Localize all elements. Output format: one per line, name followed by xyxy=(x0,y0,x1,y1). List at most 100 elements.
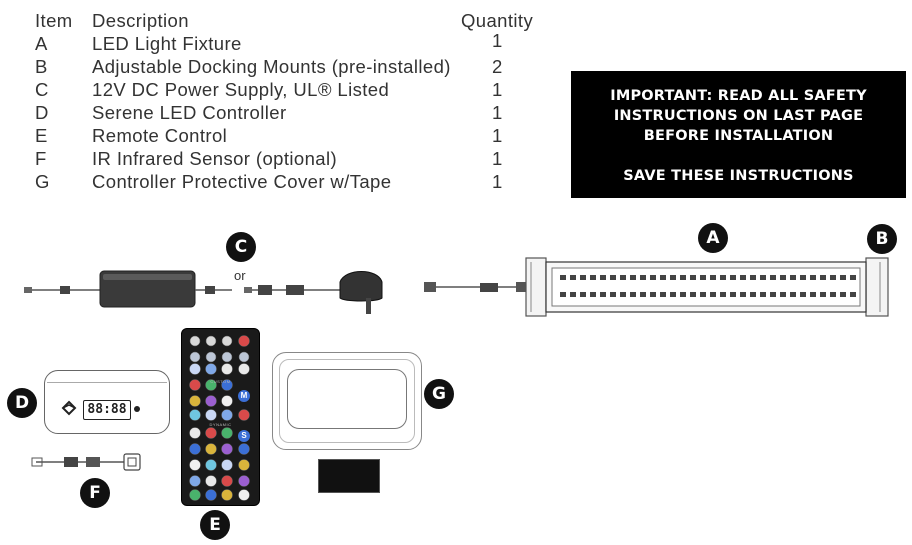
remote-button xyxy=(205,351,217,363)
remote-button xyxy=(221,363,233,375)
led-chip xyxy=(690,292,696,297)
led-chip xyxy=(640,292,646,297)
remote-button xyxy=(238,335,250,347)
led-chip xyxy=(600,292,606,297)
header-quantity: Quantity xyxy=(461,10,534,31)
row-g-quantity: 1 xyxy=(492,171,503,192)
led-chip xyxy=(670,292,676,297)
remote-button xyxy=(238,475,250,487)
or-label: or xyxy=(234,268,246,283)
led-chip xyxy=(770,275,776,280)
row-e-description: Remote Control xyxy=(92,125,228,146)
led-chip xyxy=(820,275,826,280)
led-chip xyxy=(700,275,706,280)
led-chip xyxy=(740,292,746,297)
led-chip xyxy=(610,292,616,297)
notice-line-2: INSTRUCTIONS ON LAST PAGE xyxy=(613,108,864,124)
adhesive-tape-strip xyxy=(318,459,380,493)
badge-b: B xyxy=(867,224,897,254)
row-f-quantity: 1 xyxy=(492,148,503,169)
badge-d: D xyxy=(7,388,37,418)
remote-m-key: M xyxy=(238,390,250,402)
led-row-top xyxy=(560,275,856,280)
remote-button xyxy=(189,335,201,347)
row-d-quantity: 1 xyxy=(492,102,503,123)
led-chip xyxy=(630,292,636,297)
remote-button xyxy=(205,409,217,421)
remote-button xyxy=(205,395,217,407)
led-chip xyxy=(650,275,656,280)
remote-button xyxy=(221,335,233,347)
remote-control: CUSTOM DYNAMIC M S xyxy=(181,328,260,506)
badge-f: F xyxy=(80,478,110,508)
led-chip xyxy=(620,275,626,280)
led-chip xyxy=(660,275,666,280)
led-chip xyxy=(560,292,566,297)
remote-button xyxy=(189,351,201,363)
remote-button xyxy=(238,351,250,363)
row-d-description: Serene LED Controller xyxy=(92,102,287,123)
led-chip xyxy=(820,292,826,297)
led-chip xyxy=(840,275,846,280)
badge-a: A xyxy=(698,223,728,253)
remote-button xyxy=(221,395,233,407)
led-chip xyxy=(770,292,776,297)
led-controller: 88:88 xyxy=(44,370,170,434)
remote-button xyxy=(189,443,201,455)
led-chip xyxy=(680,292,686,297)
ir-receiver-dot xyxy=(134,406,140,412)
led-chip xyxy=(780,275,786,280)
remote-button xyxy=(221,475,233,487)
notice-line-1: IMPORTANT: READ ALL SAFETY xyxy=(610,88,867,104)
remote-button xyxy=(221,459,233,471)
led-chip xyxy=(700,292,706,297)
remote-button xyxy=(205,459,217,471)
led-chip xyxy=(580,275,586,280)
safety-notice-box: IMPORTANT: READ ALL SAFETY INSTRUCTIONS … xyxy=(571,71,906,198)
led-chip xyxy=(710,275,716,280)
row-d-item: D xyxy=(35,102,49,123)
badge-c: C xyxy=(226,232,256,262)
row-e-quantity: 1 xyxy=(492,125,503,146)
remote-button xyxy=(189,489,201,501)
led-chip xyxy=(800,292,806,297)
led-chip xyxy=(620,292,626,297)
row-a-item: A xyxy=(35,33,48,54)
led-chip xyxy=(590,292,596,297)
remote-button xyxy=(205,489,217,501)
remote-button xyxy=(205,427,217,439)
header-description: Description xyxy=(92,10,189,31)
led-chip xyxy=(610,275,616,280)
row-c-description: 12V DC Power Supply, UL® Listed xyxy=(92,79,390,100)
led-chip xyxy=(650,292,656,297)
led-chip xyxy=(790,292,796,297)
remote-button xyxy=(238,459,250,471)
row-g-description: Controller Protective Cover w/Tape xyxy=(92,171,392,192)
led-chip xyxy=(740,275,746,280)
led-chip xyxy=(590,275,596,280)
remote-button xyxy=(189,395,201,407)
led-chip xyxy=(570,292,576,297)
cover-window xyxy=(287,369,407,429)
led-chip xyxy=(710,292,716,297)
led-chip xyxy=(760,292,766,297)
row-f-description: IR Infrared Sensor (optional) xyxy=(92,148,338,169)
controller-display: 88:88 xyxy=(83,400,131,420)
remote-button xyxy=(189,459,201,471)
notice-line-3: BEFORE INSTALLATION xyxy=(643,128,834,144)
notice-save-line: SAVE THESE INSTRUCTIONS xyxy=(623,168,854,184)
remote-button xyxy=(221,443,233,455)
led-chip xyxy=(570,275,576,280)
row-a-quantity: 1 xyxy=(492,30,503,51)
protective-cover xyxy=(272,352,422,450)
led-chip xyxy=(730,292,736,297)
led-chip xyxy=(830,292,836,297)
row-b-description: Adjustable Docking Mounts (pre-installed… xyxy=(92,56,451,77)
row-c-item: C xyxy=(35,79,49,100)
remote-button xyxy=(189,427,201,439)
row-b-quantity: 2 xyxy=(492,56,503,77)
badge-g: G xyxy=(424,379,454,409)
